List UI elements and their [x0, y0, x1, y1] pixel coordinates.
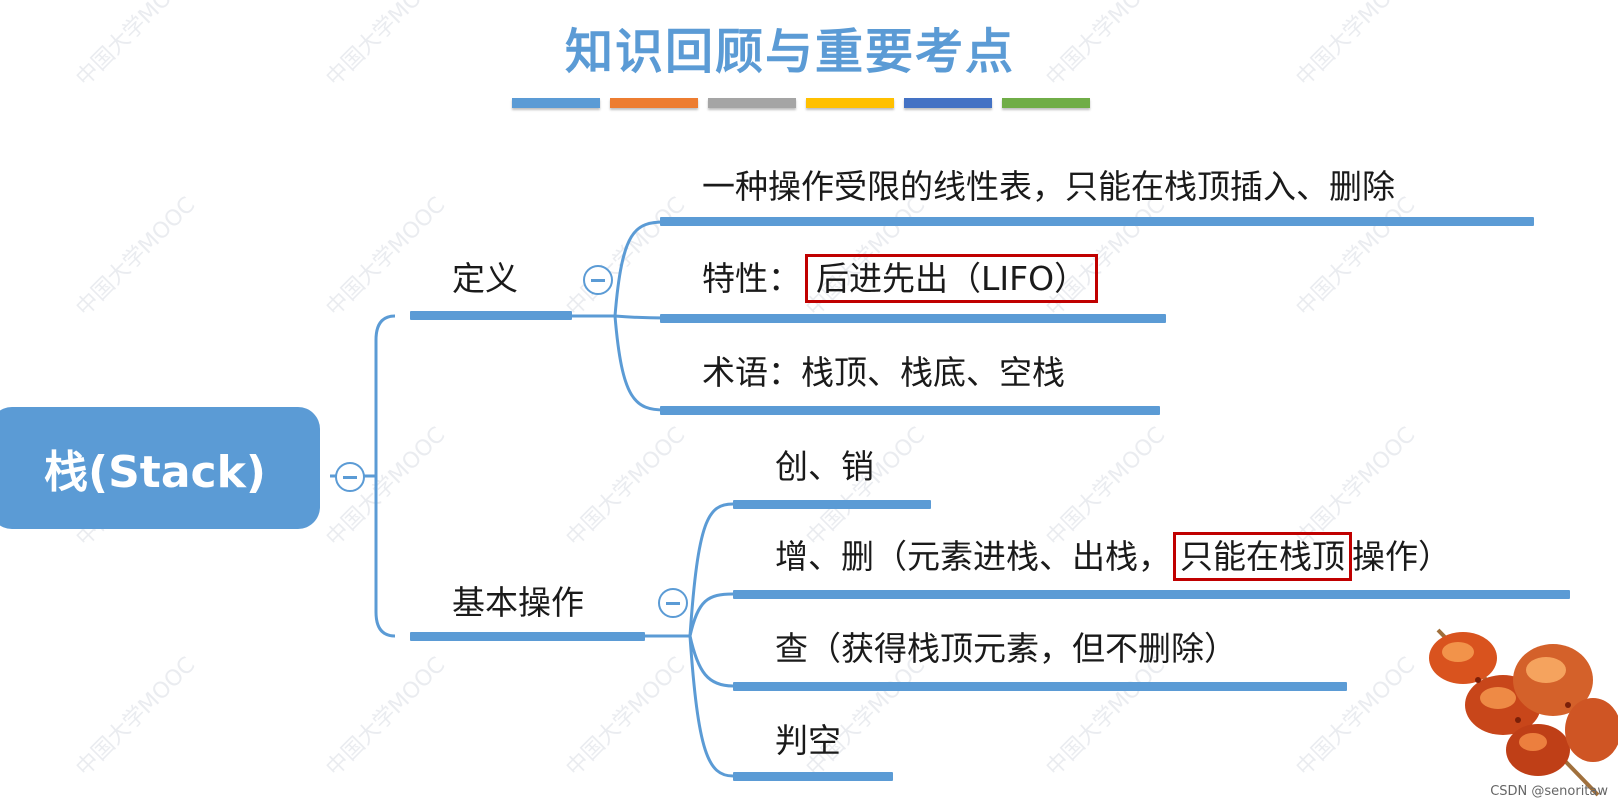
top-only-highlight: 只能在栈顶: [1173, 532, 1352, 581]
root-label: 栈(Stack): [44, 447, 266, 498]
definition-item-underline: [660, 217, 1534, 226]
lifo-highlight: 后进先出（LIFO）: [805, 254, 1099, 303]
push-pop-suffix: 操作）: [1352, 537, 1451, 576]
kebab-skewer-illustration: [1429, 628, 1618, 797]
branch-connector: [374, 314, 396, 638]
color-bar: [610, 98, 698, 108]
push-pop-underline: [733, 590, 1570, 599]
leaf-connector: [614, 314, 666, 320]
color-bar: [708, 98, 796, 108]
color-bar: [1002, 98, 1090, 108]
leaf-connector: [688, 502, 734, 637]
terminology-item-underline: [660, 406, 1160, 415]
is-empty-text: 判空: [775, 721, 841, 760]
property-prefix: 特性：: [702, 259, 801, 298]
branch-definition-text: 定义: [452, 259, 518, 298]
root-node[interactable]: 栈(Stack): [0, 407, 320, 529]
create-destroy-item[interactable]: 创、销: [775, 450, 874, 483]
color-bar: [904, 98, 992, 108]
is-empty-item[interactable]: 判空: [775, 724, 841, 757]
push-pop-prefix: 增、删（元素进栈、出栈，: [775, 537, 1171, 576]
definition-collapse-button[interactable]: [583, 265, 613, 295]
branch-operations-underline: [410, 632, 645, 641]
peek-item[interactable]: 查（获得栈顶元素，但不删除）: [775, 632, 1237, 665]
is-empty-underline: [733, 772, 893, 781]
branch-definition-label[interactable]: 定义: [452, 262, 518, 295]
color-bar: [512, 98, 600, 108]
operations-collapse-button[interactable]: [658, 588, 688, 618]
terminology-text: 术语：栈顶、栈底、空栈: [702, 353, 1065, 392]
property-item-underline: [660, 314, 1166, 323]
definition-item[interactable]: 一种操作受限的线性表，只能在栈顶插入、删除: [702, 170, 1395, 203]
page-title: 知识回顾与重要考点: [564, 24, 1015, 80]
create-destroy-underline: [733, 500, 931, 509]
peek-text: 查（获得栈顶元素，但不删除）: [775, 629, 1237, 668]
property-item[interactable]: 特性：后进先出（LIFO）: [702, 254, 1099, 303]
leaf-connector: [688, 635, 734, 688]
leaf-connector: [613, 315, 666, 412]
definition-item-text: 一种操作受限的线性表，只能在栈顶插入、删除: [702, 167, 1395, 206]
create-destroy-text: 创、销: [775, 447, 874, 486]
terminology-item[interactable]: 术语：栈顶、栈底、空栈: [702, 356, 1065, 389]
branch-operations-label[interactable]: 基本操作: [452, 586, 584, 619]
leaf-connector: [688, 592, 734, 637]
leaf-connector: [688, 635, 734, 778]
push-pop-item[interactable]: 增、删（元素进栈、出栈，只能在栈顶操作）: [775, 532, 1451, 581]
branch-operations-text: 基本操作: [452, 583, 584, 622]
leaf-connector: [613, 220, 666, 317]
root-collapse-button[interactable]: [335, 462, 365, 492]
color-bar: [806, 98, 894, 108]
branch-definition-underline: [410, 311, 572, 320]
credit-text: CSDN @senoritaw: [1490, 784, 1608, 799]
peek-underline: [733, 682, 1347, 691]
